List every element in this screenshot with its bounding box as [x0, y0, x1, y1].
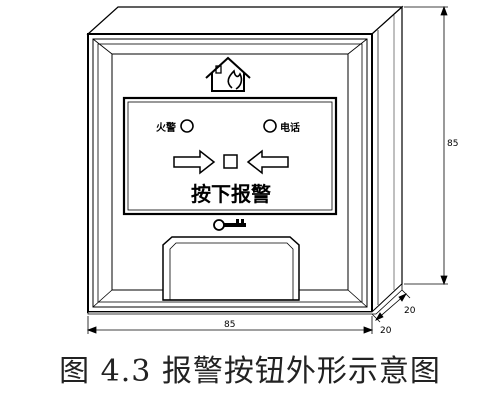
press-square-icon	[223, 154, 238, 169]
box-top-face	[86, 6, 404, 35]
depth-dimension	[371, 289, 411, 323]
depth-dimension-label-bottom: 20	[380, 326, 392, 336]
fire-indicator-light	[180, 119, 194, 133]
right-arrow-icon	[173, 149, 216, 175]
house-fire-icon	[205, 56, 251, 92]
phone-label: 电话	[280, 121, 300, 134]
depth-dimension-label-top: 20	[404, 306, 416, 316]
height-dimension	[404, 5, 448, 286]
key-icon	[213, 219, 246, 231]
width-dimension-label: 85	[224, 320, 235, 330]
figure-caption: 图 4.3 报警按钮外形示意图	[59, 354, 441, 389]
press-to-alarm-text: 按下报警	[191, 182, 271, 206]
left-arrow-icon	[246, 149, 289, 175]
bottom-cover	[162, 236, 300, 301]
display-window	[122, 96, 338, 216]
box-right-face	[371, 5, 403, 314]
width-dimension	[86, 316, 374, 334]
height-dimension-label: 85	[447, 139, 458, 149]
phone-indicator-light	[263, 119, 277, 133]
fire-label: 火警	[156, 121, 176, 134]
